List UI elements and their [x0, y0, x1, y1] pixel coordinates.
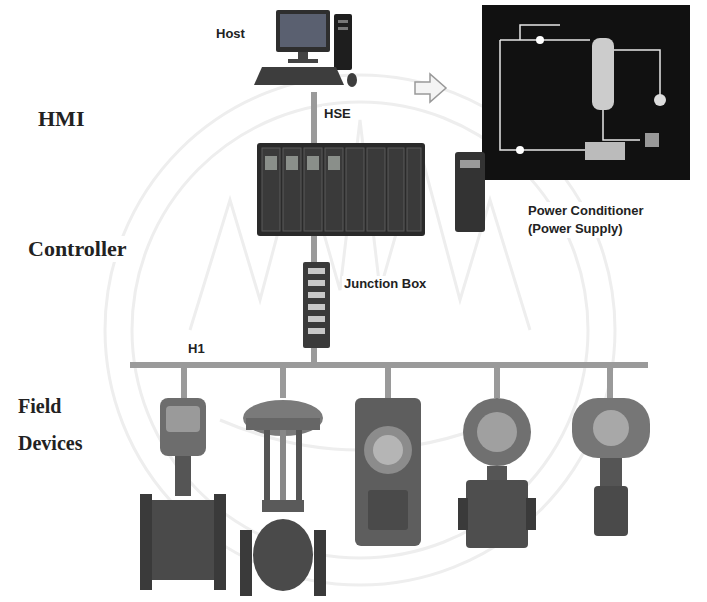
tier-label: HMI [36, 106, 86, 132]
bus-label: HSE [322, 106, 353, 122]
hmi-screenshot [482, 5, 690, 180]
tier-label: Field Devices [16, 388, 108, 462]
power-supply-module [455, 152, 485, 232]
h1-bus [130, 348, 648, 398]
pressure-transmitter [572, 398, 650, 536]
magnetic-flowmeter [140, 398, 226, 590]
hse-link [311, 92, 317, 143]
control-valve [240, 400, 326, 596]
tier-label: Controller [26, 236, 129, 262]
host-computer [254, 10, 357, 87]
component-label: Junction Box [342, 276, 428, 292]
field-transmitter-panel [355, 398, 421, 546]
component-label: Host [214, 26, 247, 42]
junction-box [303, 262, 330, 348]
component-label: Power Conditioner (Power Supply) [526, 202, 670, 238]
block-arrow [415, 74, 446, 102]
controller-link [311, 236, 317, 262]
dp-transmitter [458, 398, 536, 548]
controller-rack [257, 143, 425, 236]
bus-label: H1 [186, 341, 207, 357]
